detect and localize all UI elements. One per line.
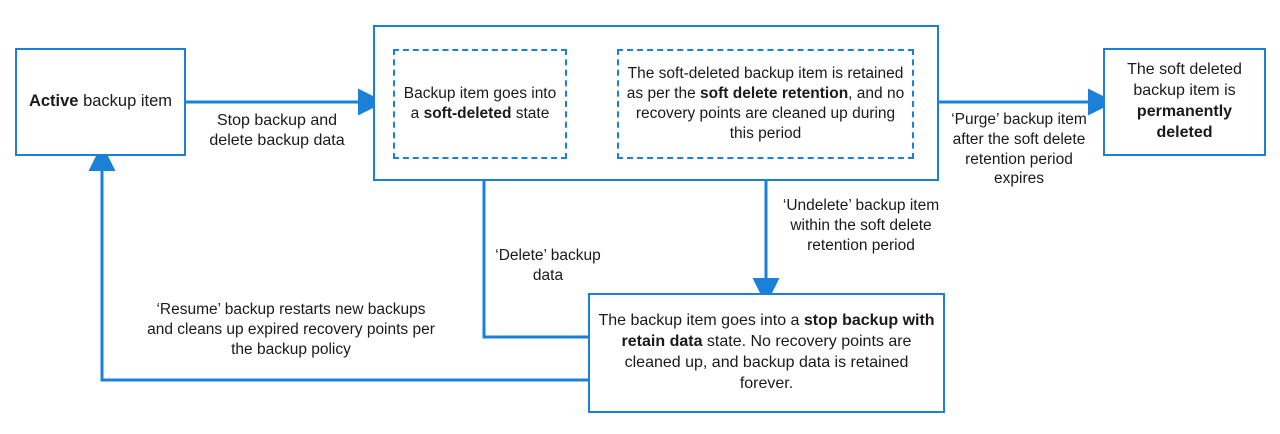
node-stop-backup-with-retain-data[interactable]: The backup item goes into a stop backup … xyxy=(588,293,945,413)
node-permanently-deleted-label: The soft deleted backup item is permanen… xyxy=(1127,61,1242,141)
node-soft-deleted-state-label: Backup item goes into a soft-deleted sta… xyxy=(403,84,557,122)
node-soft-delete-retention-label: The soft-deleted backup item is retained… xyxy=(626,64,905,143)
edge-label-purge-backup-item: ‘Purge’ backup item after the soft delet… xyxy=(951,111,1087,188)
edge-label-delete-backup-data: ‘Delete’ backup data xyxy=(495,247,601,284)
node-soft-deleted-state[interactable]: Backup item goes into a soft-deleted sta… xyxy=(393,49,567,159)
node-stop-backup-with-retain-data-label: The backup item goes into a stop backup … xyxy=(598,312,935,392)
node-permanently-deleted[interactable]: The soft deleted backup item is permanen… xyxy=(1103,48,1266,156)
node-active-backup-item[interactable]: Active backup item xyxy=(15,48,186,156)
node-soft-delete-retention[interactable]: The soft-deleted backup item is retained… xyxy=(617,49,914,159)
edge-label-resume-backup: ‘Resume’ backup restarts new backups and… xyxy=(147,301,435,358)
edge-label-undelete-backup-item: ‘Undelete’ backup item within the soft d… xyxy=(782,197,940,254)
edge-label-stop-backup-and-delete-backup-data: Stop backup and delete backup data xyxy=(209,112,345,150)
node-active-backup-item-label: Active backup item xyxy=(28,92,173,111)
